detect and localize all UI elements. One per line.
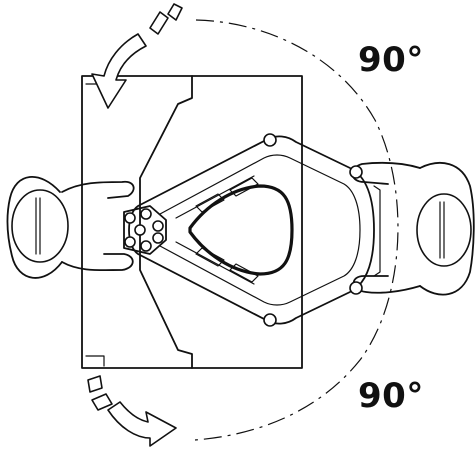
handle-right-bottom <box>349 281 363 295</box>
handle-top <box>263 133 277 147</box>
surgical-light <box>123 133 375 327</box>
curved-rotation-arrow-icon <box>87 375 177 447</box>
surgeon-right <box>351 161 475 296</box>
swing-arc <box>194 19 399 441</box>
surgeon-left <box>6 175 135 279</box>
handle-bottom <box>263 313 277 327</box>
angle-label-top: 90° <box>358 40 424 80</box>
angle-label-bottom: 90° <box>358 376 424 416</box>
light-housing <box>128 135 375 325</box>
curved-rotation-arrow-icon <box>91 3 183 109</box>
light-arm-joint <box>123 205 167 255</box>
light-lens <box>188 184 294 276</box>
handle-right-top <box>349 165 363 179</box>
